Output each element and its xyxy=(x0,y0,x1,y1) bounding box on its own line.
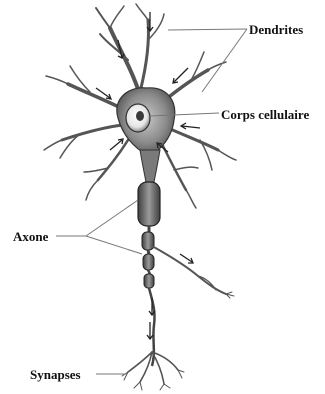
label-dendrites: Dendrites xyxy=(249,23,303,36)
axon-collateral xyxy=(152,246,234,298)
nucleus xyxy=(126,104,150,132)
label-axone: Axone xyxy=(13,230,48,243)
label-corps-cellulaire: Corps cellulaire xyxy=(221,108,309,121)
cell-body xyxy=(117,88,175,182)
label-synapses: Synapses xyxy=(30,368,81,381)
